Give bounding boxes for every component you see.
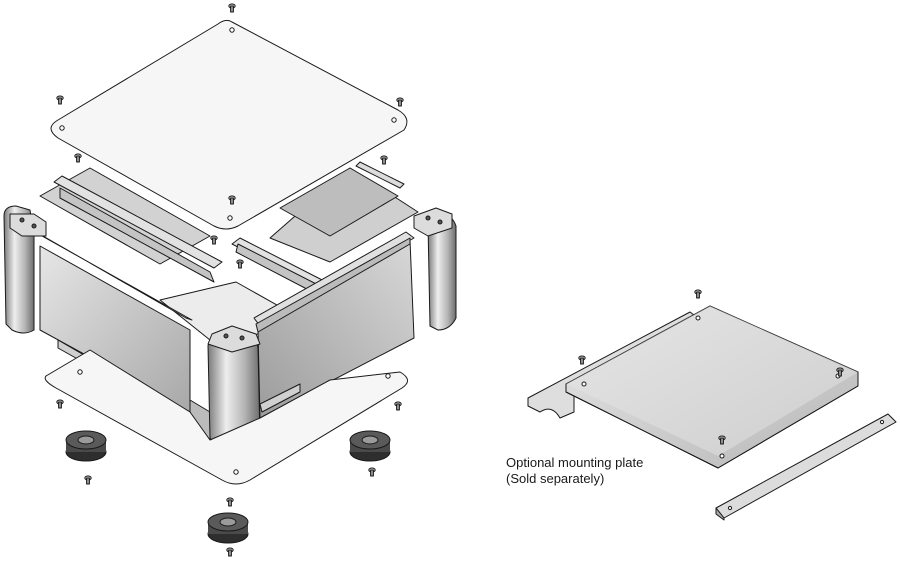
foot-icon (349, 430, 391, 462)
foot-icon (207, 512, 249, 544)
caption-line-2: (Sold separately) (506, 471, 605, 486)
corner-post-icon (3, 205, 47, 334)
corner-post-icon (413, 207, 457, 331)
mounting-plate (527, 305, 897, 521)
screw-icon (74, 153, 82, 163)
screw-icon (368, 467, 376, 477)
screw-icon (578, 355, 586, 365)
screw-icon (396, 97, 404, 107)
foot-icon (65, 430, 107, 462)
top-lid (50, 19, 408, 230)
screw-icon (226, 497, 234, 507)
screw-icon (56, 399, 64, 409)
screw-icon (228, 3, 236, 13)
enclosure-body (35, 161, 419, 441)
screw-icon (84, 475, 92, 485)
screw-icon (210, 235, 218, 245)
screw-icon (226, 547, 234, 557)
screw-icon (236, 259, 244, 269)
mounting-plate-caption: Optional mounting plate (Sold separately… (506, 455, 643, 487)
corner-post-icon (207, 325, 261, 449)
screw-icon (56, 95, 64, 105)
screw-icon (380, 155, 388, 165)
bottom-plate (44, 349, 408, 485)
screw-icon (394, 401, 402, 411)
caption-line-1: Optional mounting plate (506, 455, 644, 470)
screw-icon (694, 289, 702, 299)
